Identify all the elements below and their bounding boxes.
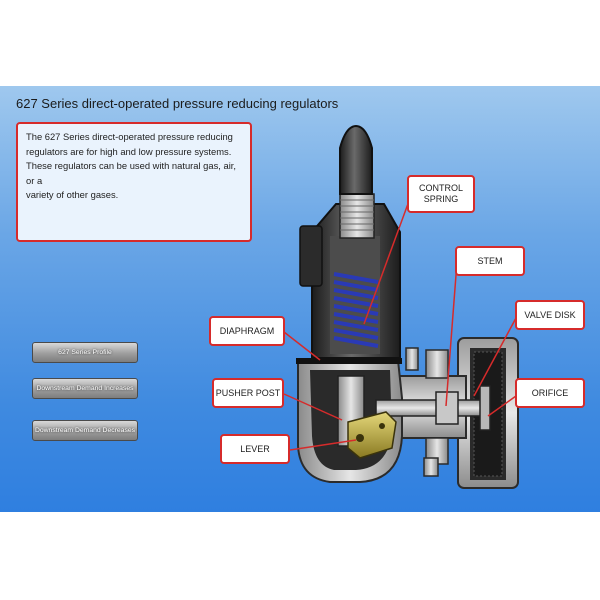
regulator-stage: 627 Series direct-operated pressure redu… bbox=[0, 86, 600, 512]
stem-label[interactable]: STEM bbox=[455, 246, 525, 276]
page-title: 627 Series direct-operated pressure redu… bbox=[16, 96, 339, 111]
control-spring-label[interactable]: CONTROL SPRING bbox=[407, 175, 475, 213]
control-spring bbox=[333, 272, 379, 348]
demand-decreases-button[interactable]: Downstream Demand Decreases bbox=[32, 420, 138, 441]
diaphragm-label[interactable]: DIAPHRAGM bbox=[209, 316, 285, 346]
description-line: regulators are for high and low pressure… bbox=[26, 145, 232, 157]
description-line: variety of other gases. bbox=[26, 189, 119, 200]
adjusting-screw bbox=[339, 193, 375, 239]
pusher-post-label[interactable]: PUSHER POST bbox=[212, 378, 284, 408]
description-box: The 627 Series direct-operated pressure … bbox=[16, 122, 252, 242]
lever-label[interactable]: LEVER bbox=[220, 434, 290, 464]
diaphragm bbox=[296, 358, 402, 364]
control-spring-label-line: CONTROL bbox=[418, 183, 463, 193]
lever bbox=[347, 411, 397, 459]
profile-button[interactable]: 627 Series Profile bbox=[32, 342, 138, 363]
orifice-label[interactable]: ORIFICE bbox=[515, 378, 585, 408]
demand-increases-button[interactable]: Downstream Demand Increases bbox=[32, 378, 138, 399]
stem-assembly bbox=[375, 385, 491, 431]
description-line: These regulators can be used with natura… bbox=[26, 160, 237, 186]
callout-leaders bbox=[283, 200, 517, 451]
control-spring-label-line: SPRING bbox=[423, 194, 459, 204]
regulator-cutaway-diagram bbox=[283, 124, 519, 489]
closing-cap bbox=[339, 124, 373, 195]
valve-disk-label[interactable]: VALVE DISK bbox=[515, 300, 585, 330]
description-line: The 627 Series direct-operated pressure … bbox=[26, 131, 233, 142]
